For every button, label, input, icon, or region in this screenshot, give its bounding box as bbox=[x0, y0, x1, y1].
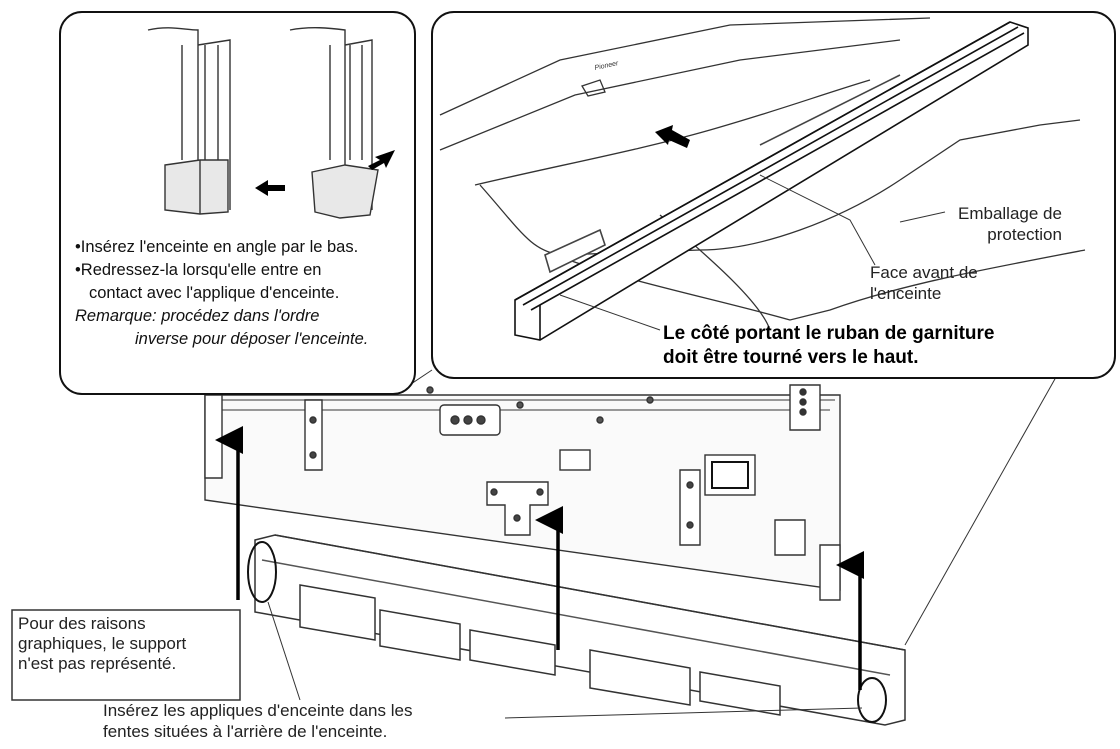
arrow-left-icon bbox=[255, 180, 285, 196]
speaker-bracket-center bbox=[486, 481, 549, 536]
remark-line-2: inverse pour déposer l'enceinte. bbox=[135, 330, 369, 348]
arrow-left-icon-right bbox=[655, 125, 690, 148]
remark-line-1: Remarque: procédez dans l'ordre bbox=[75, 307, 320, 325]
note-box bbox=[11, 609, 241, 701]
left-panel-instructions: •Insérez l'enceinte en angle par le bas.… bbox=[75, 236, 368, 351]
speaker-bracket-left bbox=[204, 394, 323, 479]
label-protective-packaging: Emballage de protection bbox=[958, 204, 1062, 244]
instruction-bullet-2-cont: contact avec l'applique d'enceinte. bbox=[89, 284, 340, 302]
detail-illustration-left bbox=[147, 27, 379, 219]
speaker-bracket-right bbox=[679, 469, 841, 601]
insertion-arrows bbox=[215, 426, 864, 690]
trim-tape-note: Le côté portant le ruban de garniture do… bbox=[663, 323, 995, 368]
instruction-bullet-2: •Redressez-la lorsqu'elle entre en bbox=[75, 261, 322, 279]
speaker-bar bbox=[247, 534, 906, 726]
label-speaker-front: Face avant de l'enceinte bbox=[870, 263, 978, 303]
detail-panel-left bbox=[59, 11, 416, 395]
stand-not-shown-note: Pour des raisons graphiques, le support … bbox=[18, 614, 187, 673]
instruction-bullet-1: •Insérez l'enceinte en angle par le bas. bbox=[75, 238, 359, 256]
arrow-diagonal-icon bbox=[368, 150, 395, 170]
bracket-insert-instruction: Insérez les appliques d'enceinte dans le… bbox=[103, 701, 413, 741]
